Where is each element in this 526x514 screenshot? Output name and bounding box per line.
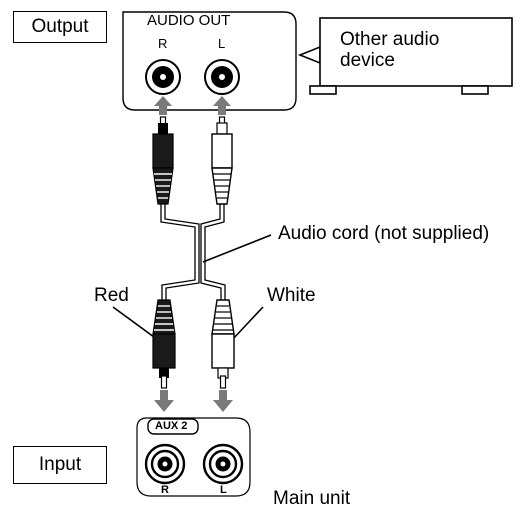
output-tag: Output (13, 11, 107, 43)
aux-2-title: AUX 2 (155, 420, 188, 432)
input-tag: Input (13, 446, 107, 484)
leader-lines (112, 234, 272, 341)
lower-red-plug (152, 299, 176, 389)
upper-red-plug (152, 116, 174, 205)
audio-out-r-label: R (158, 36, 168, 51)
audio-out-l-jack (204, 59, 240, 95)
main-unit-label: Main unit (273, 488, 351, 509)
device-label-line2: device (340, 50, 395, 71)
arrow-down-red (154, 390, 174, 412)
arrow-up-red (154, 96, 172, 115)
output-tag-text: Output (31, 16, 89, 37)
aux-2-l-label: L (220, 484, 227, 496)
audio-cord-label: Audio cord (not supplied) (278, 223, 490, 244)
red-label: Red (94, 285, 129, 306)
upper-white-plug (211, 116, 233, 205)
aux-2-l-jack (202, 443, 244, 485)
audio-out-l-label: L (218, 36, 226, 51)
other-audio-device (297, 17, 513, 95)
audio-out-r-jack (145, 59, 181, 95)
device-label-line1: Other audio (340, 29, 440, 50)
aux-2-r-label: R (161, 484, 169, 496)
audio-cord (160, 204, 226, 300)
audio-out-title: AUDIO OUT (147, 12, 231, 29)
input-tag-text: Input (38, 454, 82, 475)
audio-out-panel (122, 11, 297, 111)
aux-2-panel (136, 417, 251, 497)
white-label: White (267, 285, 316, 306)
arrow-up-white (213, 96, 231, 115)
arrow-down-white (213, 390, 233, 412)
aux-2-r-jack (144, 443, 186, 485)
lower-white-plug (211, 299, 235, 389)
